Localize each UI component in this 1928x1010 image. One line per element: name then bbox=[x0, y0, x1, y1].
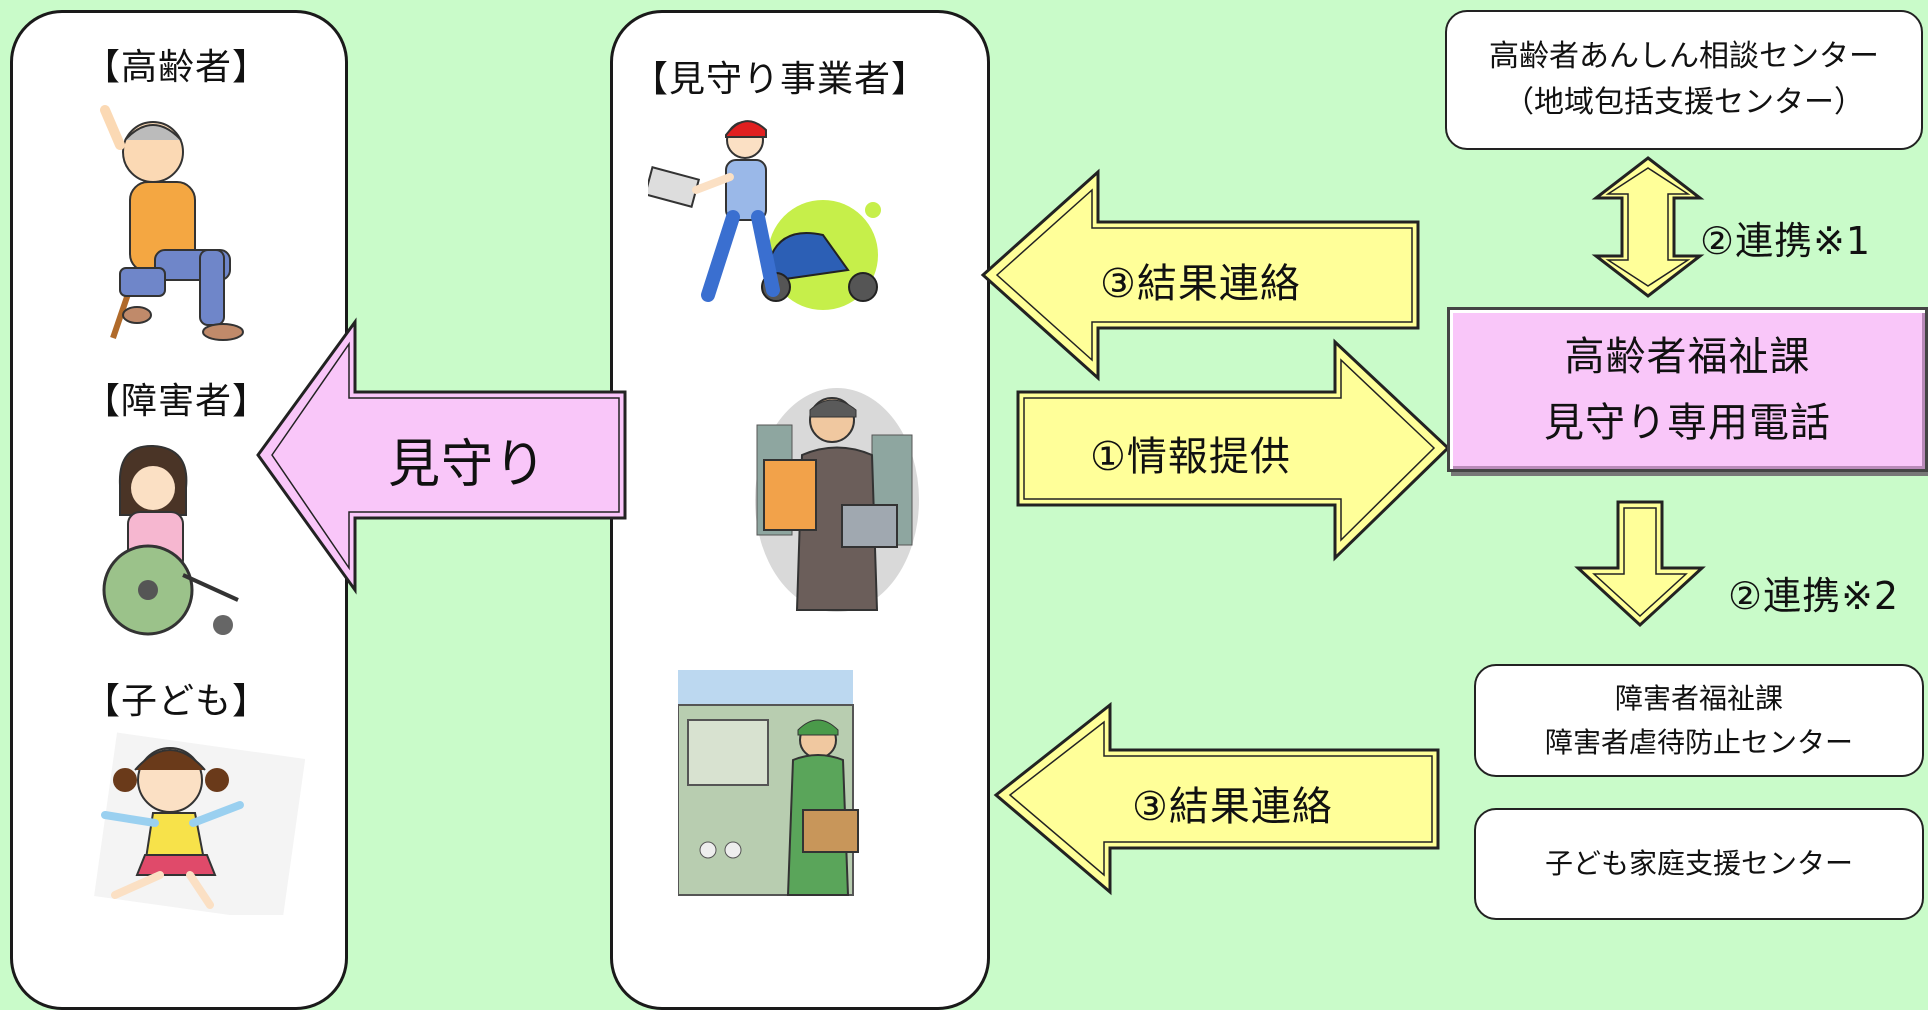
result-bottom-text: ③結果連絡 bbox=[1132, 784, 1333, 830]
link2-down-arrow bbox=[1574, 500, 1706, 628]
info-provision-text: ①情報提供 bbox=[1090, 434, 1291, 480]
link2-text: ②連携※2 bbox=[1728, 574, 1900, 618]
link1-text: ②連携※1 bbox=[1700, 219, 1872, 263]
consult-center-line2: （地域包括支援センター） bbox=[1504, 85, 1864, 120]
disability-line2: 障害者虐待防止センター bbox=[1544, 725, 1853, 759]
wheelchair-user-illustration bbox=[102, 444, 239, 636]
child-center-label: 子ども家庭支援センター bbox=[1544, 847, 1853, 881]
result-arrow-bottom bbox=[993, 701, 1440, 896]
welfare-line1: 高齢者福祉課 bbox=[1564, 333, 1811, 380]
child-label: 【子ども】 bbox=[84, 681, 270, 722]
disability-line1: 障害者福祉課 bbox=[1614, 682, 1783, 716]
elderly-label: 【高齢者】 bbox=[84, 47, 270, 88]
consult-center-line1: 高齢者あんしん相談センター bbox=[1489, 38, 1879, 74]
result-top-text: ③結果連絡 bbox=[1100, 261, 1301, 307]
elderly-person-illustration bbox=[100, 105, 244, 341]
link1-double-arrow bbox=[1591, 156, 1705, 298]
courier-illustration bbox=[755, 388, 919, 612]
newspaper-delivery-illustration bbox=[648, 120, 881, 310]
disabled-label: 【障害者】 bbox=[84, 381, 270, 422]
consult-center-box: 高齢者あんしん相談センター （地域包括支援センター） bbox=[1445, 10, 1923, 150]
watch-arrow-text: 見守り bbox=[388, 435, 548, 495]
child-family-center-box: 子ども家庭支援センター bbox=[1474, 808, 1924, 920]
arrows-layer bbox=[256, 156, 1706, 896]
welfare-line2: 見守り専用電話 bbox=[1544, 399, 1831, 446]
child-illustration bbox=[94, 732, 305, 915]
welfare-hotline-box: 高齢者福祉課 見守り専用電話 bbox=[1447, 307, 1928, 472]
delivery-truck-illustration bbox=[678, 670, 859, 896]
disability-welfare-box: 障害者福祉課 障害者虐待防止センター bbox=[1474, 664, 1924, 777]
watch-operators-title: 【見守り事業者】 bbox=[632, 59, 929, 100]
